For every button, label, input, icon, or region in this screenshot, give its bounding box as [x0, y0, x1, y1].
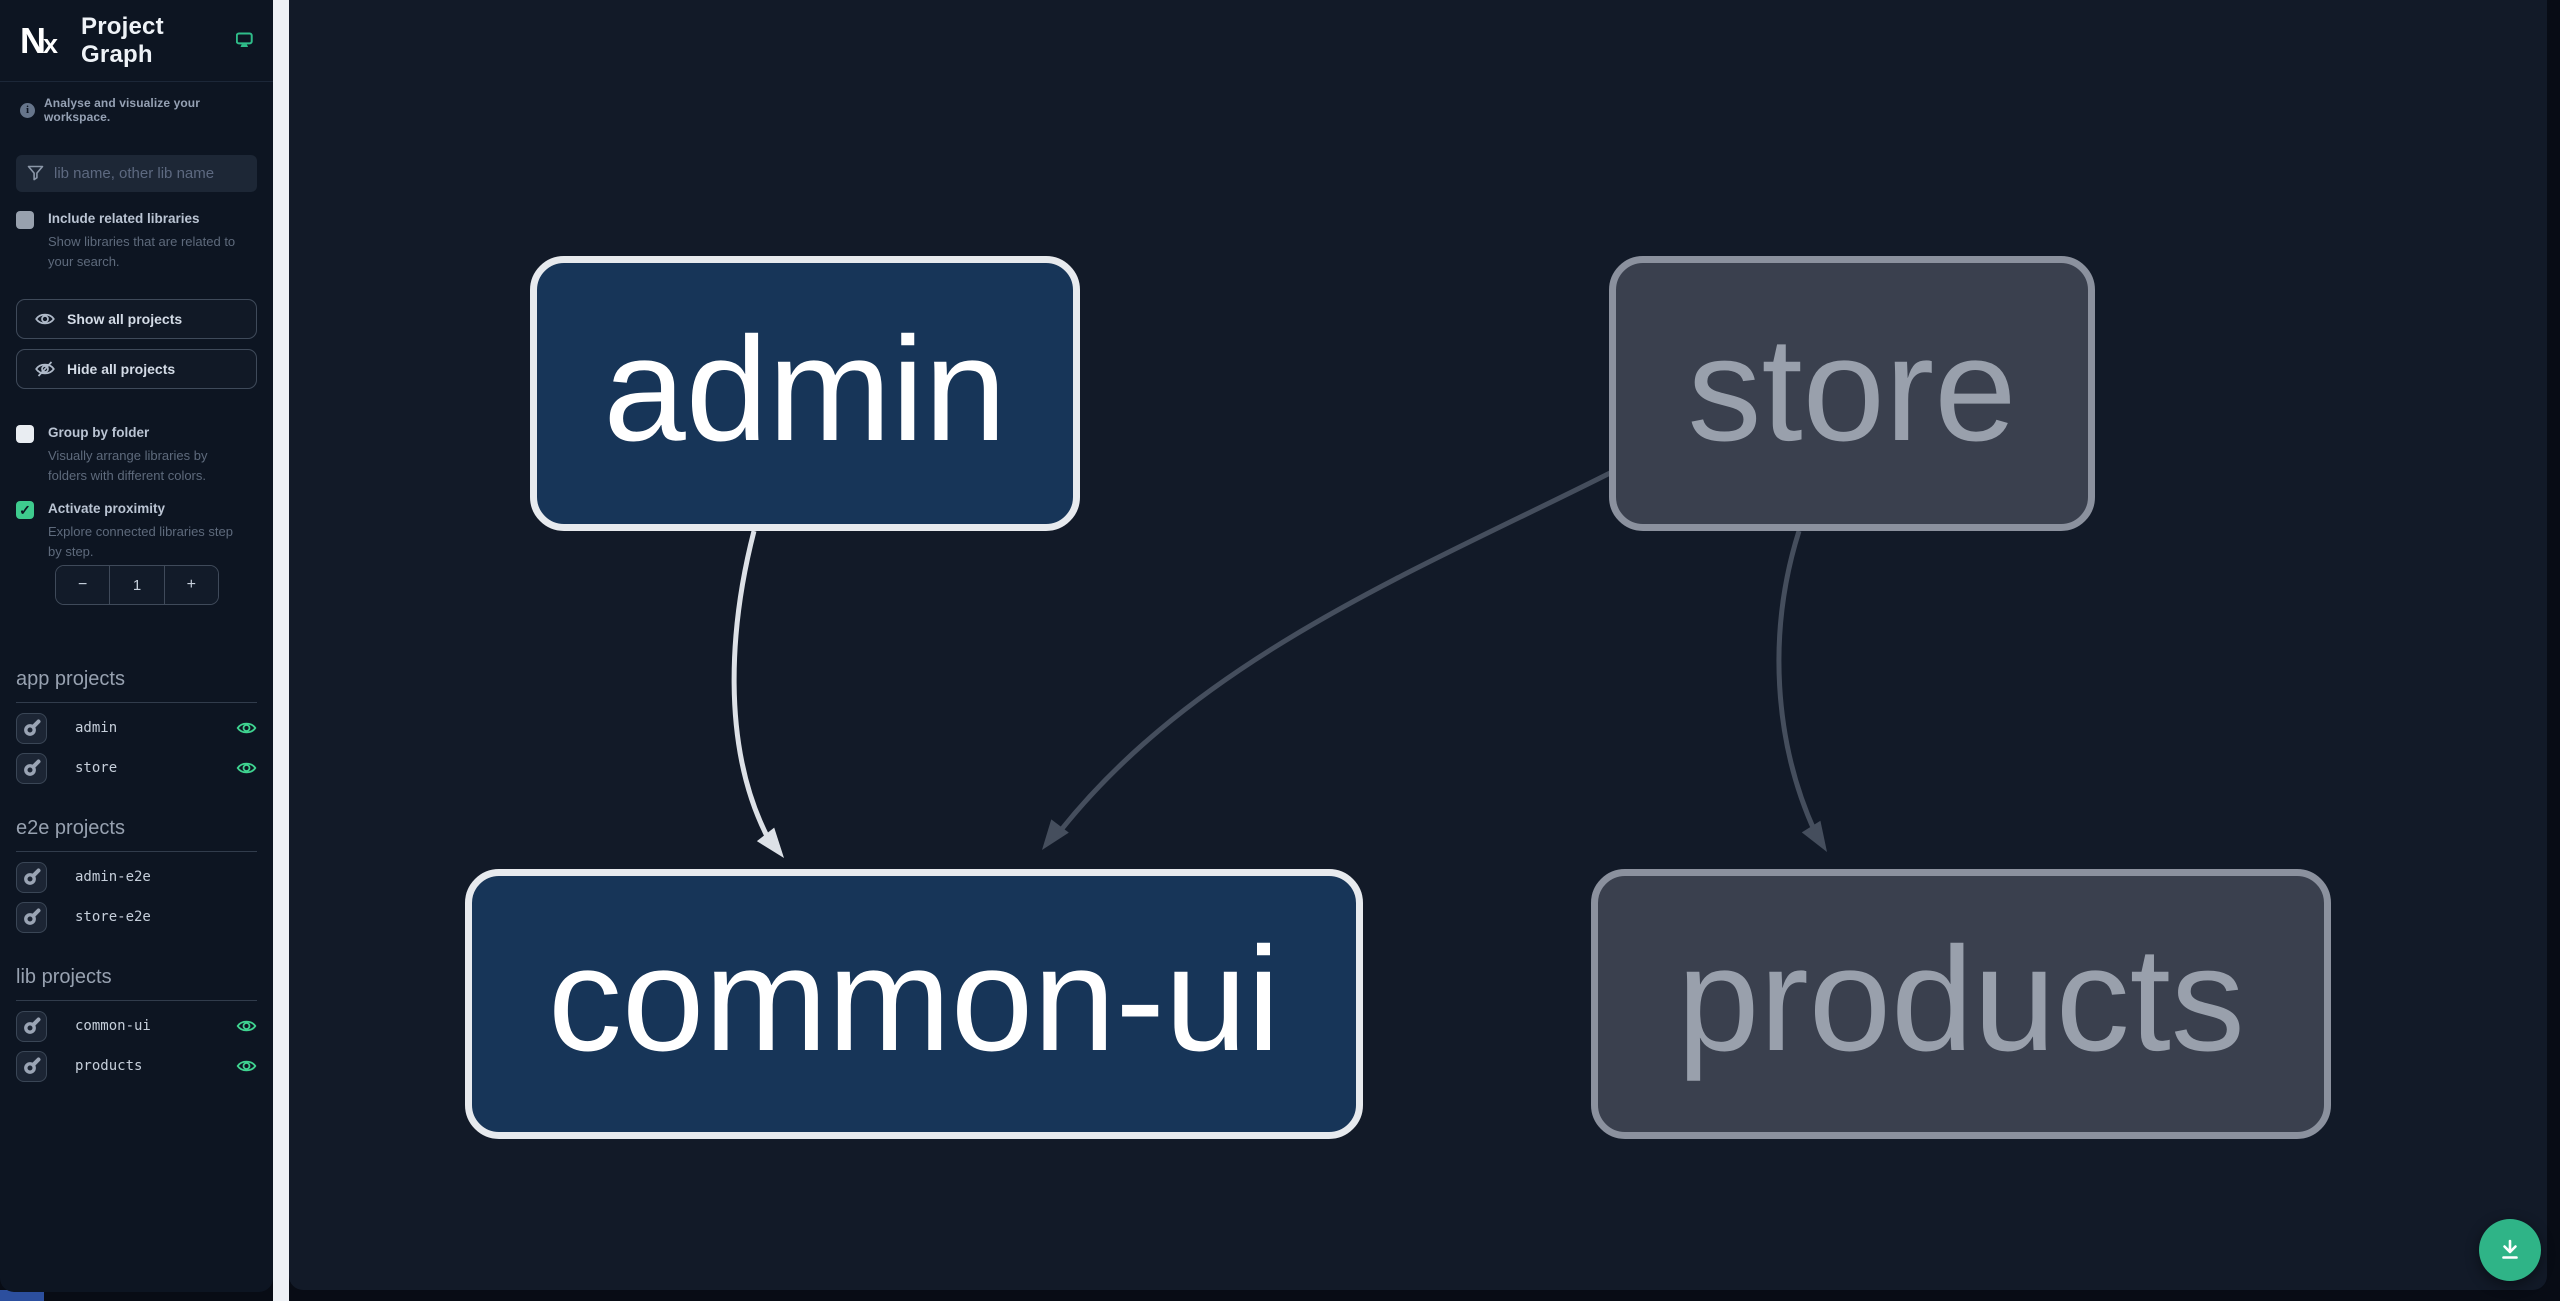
project-row-store-e2e: store-e2e	[16, 901, 257, 933]
project-name: store	[75, 760, 118, 776]
section-title-app-projects: app projects	[16, 668, 257, 703]
focus-magnifier-icon	[23, 868, 40, 885]
focus-project-button[interactable]	[16, 861, 47, 893]
focus-project-button[interactable]	[16, 901, 47, 933]
toggle-label: Include related libraries	[48, 211, 200, 226]
node-label: store	[1687, 306, 2017, 472]
project-row-store: store	[16, 752, 257, 784]
section-title-lib-projects: lib projects	[16, 966, 257, 1001]
checkbox-group-by-folder[interactable]	[16, 425, 34, 443]
node-label: admin	[603, 306, 1007, 472]
focus-magnifier-icon	[23, 1057, 40, 1074]
eye-off-icon	[35, 361, 55, 377]
toggle-label: Activate proximity	[48, 501, 166, 516]
download-icon	[2502, 1239, 2518, 1259]
eye-icon	[35, 313, 55, 325]
project-visibility-eye-icon[interactable]	[236, 1058, 257, 1074]
focus-magnifier-icon	[23, 908, 40, 925]
project-row-admin-e2e: admin-e2e	[16, 861, 257, 893]
toggle-description: Explore connected libraries step by step…	[48, 524, 233, 560]
checkbox-include-related[interactable]	[16, 211, 34, 229]
edge-store-products	[1776, 530, 1827, 852]
project-visibility-eye-icon[interactable]	[236, 720, 257, 736]
project-row-products: products	[16, 1050, 257, 1082]
project-visibility-eye-icon[interactable]	[236, 1018, 257, 1034]
monitor-icon[interactable]	[236, 31, 253, 50]
project-name: products	[75, 1058, 143, 1074]
search-input[interactable]	[54, 165, 244, 182]
workspace-tagline: Analyse and visualize your workspace.	[44, 96, 200, 124]
project-name: admin-e2e	[75, 869, 151, 885]
hide-all-projects-label: Hide all projects	[67, 361, 176, 377]
proximity-decrement-button[interactable]: −	[56, 566, 110, 604]
edge-store-common-ui	[1042, 469, 1614, 850]
download-image-button[interactable]	[2479, 1219, 2541, 1281]
graph-node-common-ui[interactable]: common-ui	[465, 869, 1363, 1139]
focus-magnifier-icon	[23, 1017, 40, 1034]
node-label: products	[1677, 917, 2245, 1082]
project-name: admin	[75, 720, 118, 736]
toggle-activate-proximity[interactable]: ✓ Activate proximity Explore connected l…	[16, 500, 260, 563]
corner-accent	[0, 1290, 44, 1301]
graph-node-store[interactable]: store	[1609, 256, 2095, 531]
graph-node-admin[interactable]: admin	[530, 256, 1080, 531]
toggle-description: Show libraries that are related to your …	[48, 234, 236, 270]
workspace-tagline-row: i Analyse and visualize your workspace.	[0, 82, 273, 124]
focus-project-button[interactable]	[16, 752, 47, 784]
search-box	[16, 155, 257, 192]
toggle-include-related[interactable]: Include related libraries Show libraries…	[16, 210, 260, 273]
graph-canvas[interactable]: admin store common-ui products	[289, 0, 2547, 1290]
toggle-label: Group by folder	[48, 425, 150, 440]
project-visibility-eye-icon[interactable]	[236, 760, 257, 776]
focus-magnifier-icon	[23, 719, 40, 736]
section-title-e2e-projects: e2e projects	[16, 817, 257, 852]
focus-project-button[interactable]	[16, 712, 47, 744]
project-name: common-ui	[75, 1018, 151, 1034]
sidebar-canvas-divider[interactable]	[273, 0, 289, 1301]
proximity-value: 1	[109, 566, 165, 604]
project-row-admin: admin	[16, 712, 257, 744]
focus-project-button[interactable]	[16, 1010, 47, 1042]
proximity-stepper: − 1 +	[55, 565, 219, 605]
toggle-description: Visually arrange libraries by folders wi…	[48, 448, 208, 484]
show-all-projects-button[interactable]: Show all projects	[16, 299, 257, 339]
edge-admin-common-ui	[731, 530, 784, 858]
project-row-common-ui: common-ui	[16, 1010, 257, 1042]
focus-project-button[interactable]	[16, 1050, 47, 1082]
app-title: Project Graph	[81, 12, 164, 68]
filter-funnel-icon	[16, 165, 54, 182]
proximity-increment-button[interactable]: +	[164, 566, 218, 604]
checkbox-activate-proximity[interactable]: ✓	[16, 501, 34, 519]
graph-node-products[interactable]: products	[1591, 869, 2331, 1139]
toggle-group-by-folder[interactable]: Group by folder Visually arrange librari…	[16, 424, 260, 487]
focus-magnifier-icon	[23, 759, 40, 776]
info-icon: i	[20, 102, 35, 118]
show-all-projects-label: Show all projects	[67, 311, 183, 327]
project-name: store-e2e	[75, 909, 151, 925]
node-label: common-ui	[548, 917, 1280, 1082]
hide-all-projects-button[interactable]: Hide all projects	[16, 349, 257, 389]
dependency-edges	[731, 469, 1827, 858]
